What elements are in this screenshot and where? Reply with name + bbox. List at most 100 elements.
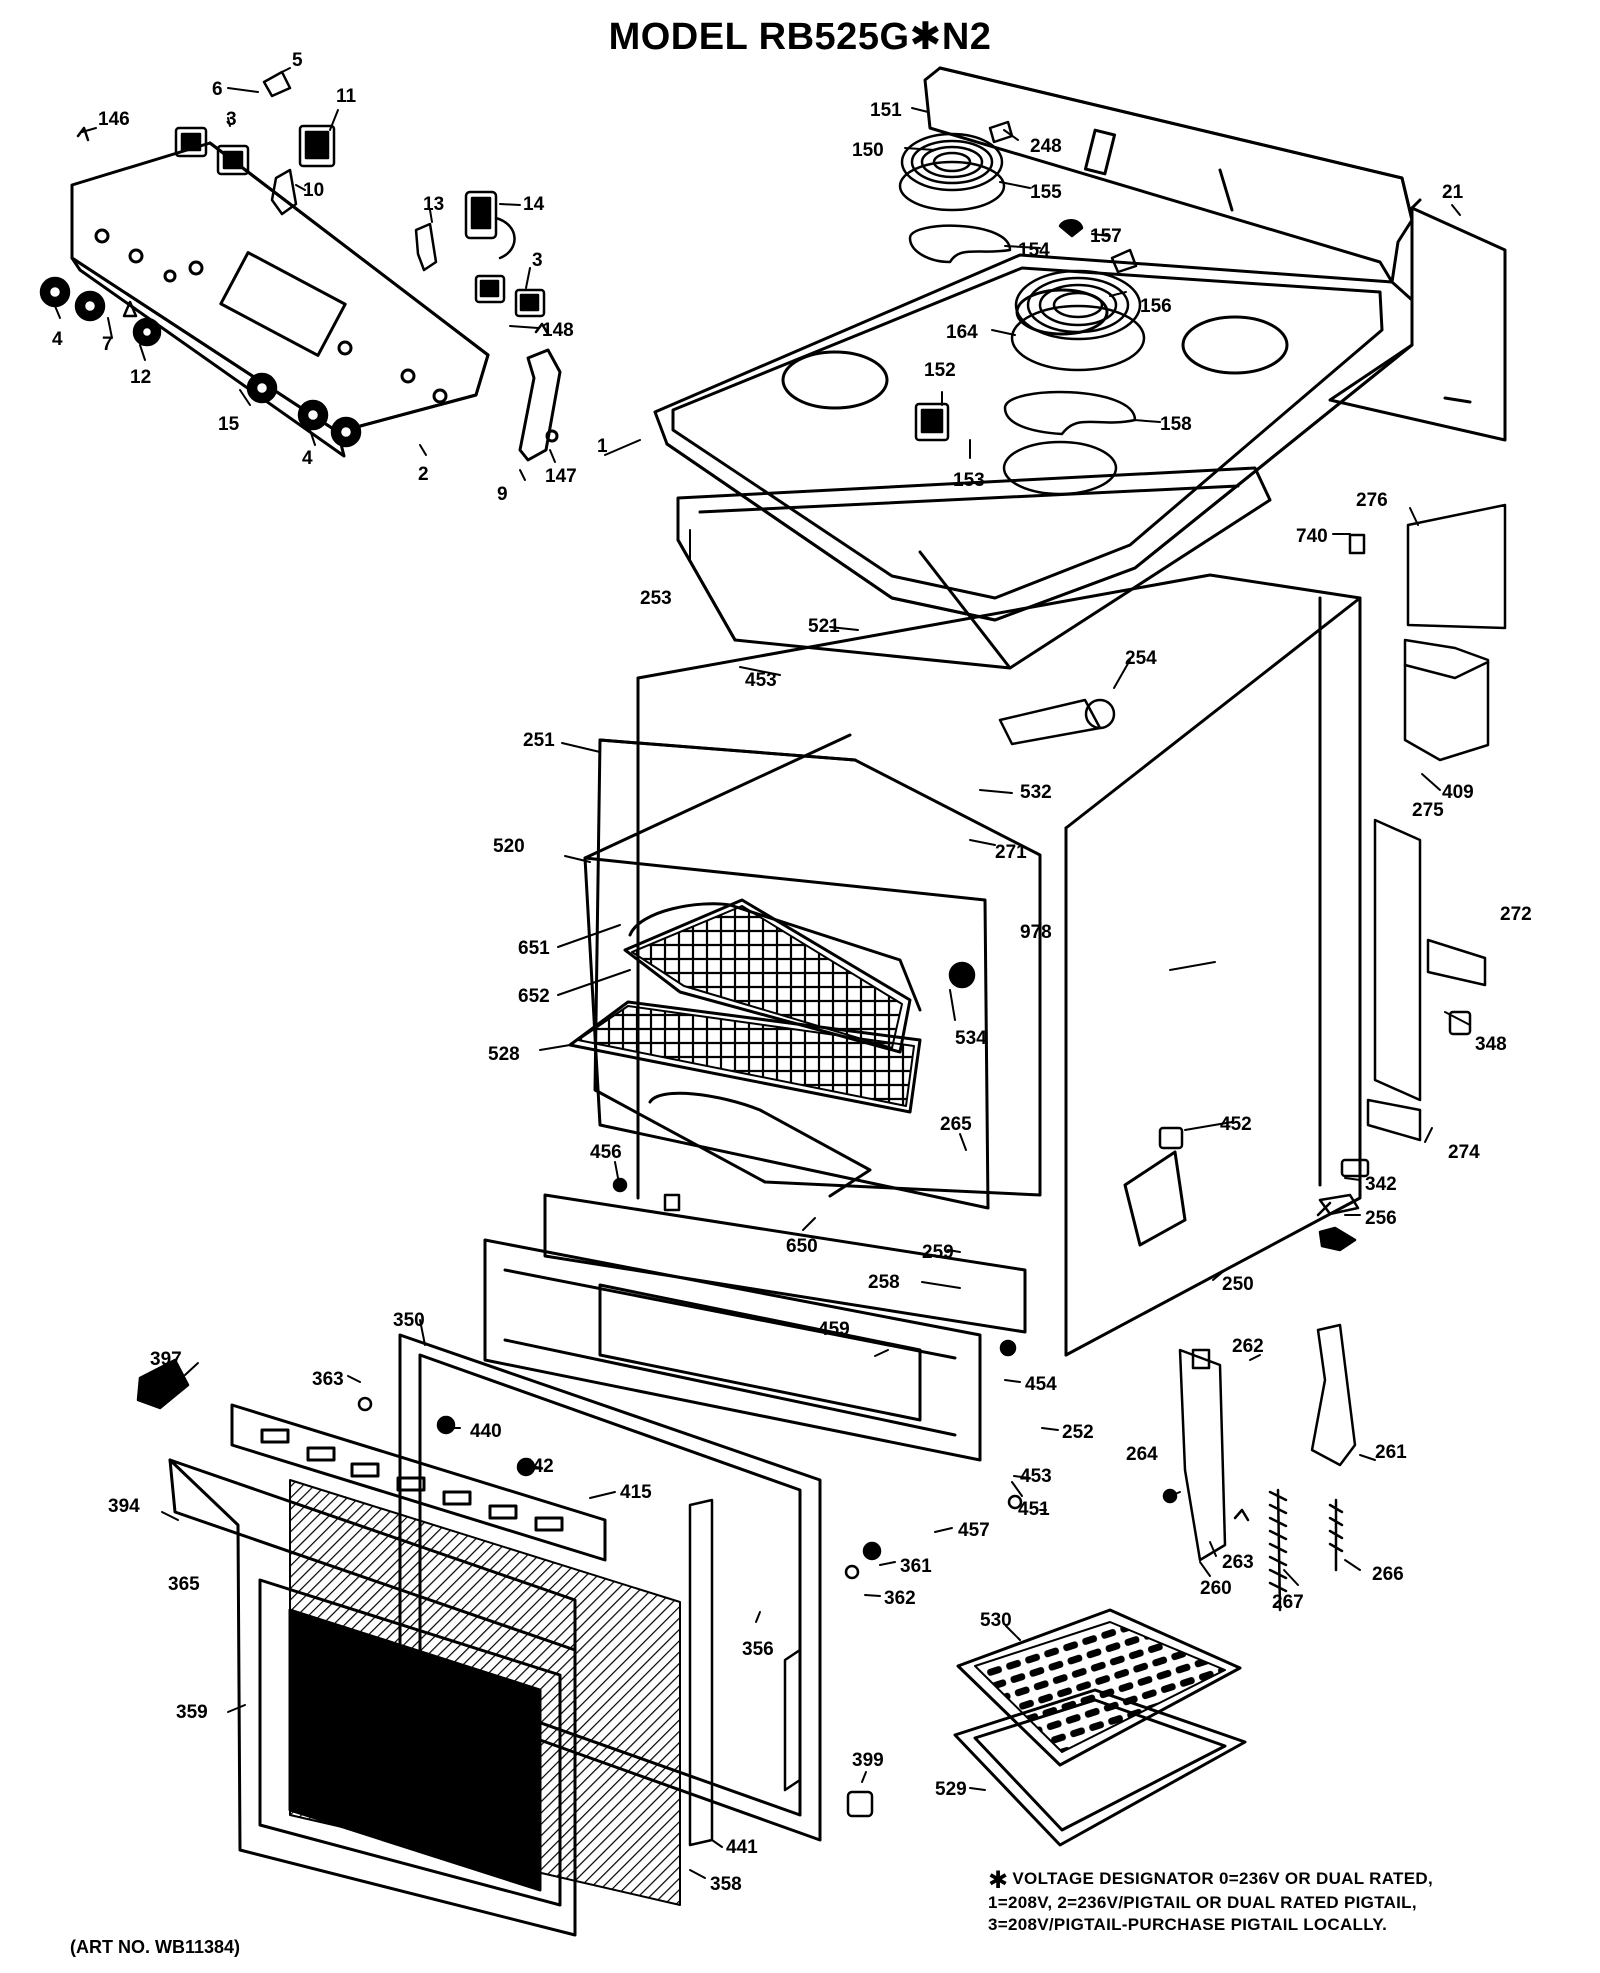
part-label: 441 — [726, 1837, 758, 1858]
part-label: 164 — [946, 322, 978, 343]
maintop — [653, 253, 1414, 622]
part-label: 440 — [470, 1421, 502, 1442]
part-label: 348 — [1475, 1034, 1507, 1055]
part-label: 259 — [922, 1242, 954, 1263]
part-label: 10 — [303, 180, 324, 201]
part-label: 459 — [818, 1319, 850, 1340]
part-label: 3 — [226, 109, 237, 130]
door-hinges — [688, 1323, 1357, 1847]
part-label: 534 — [955, 1028, 987, 1049]
part-label: 265 — [940, 1114, 972, 1135]
part-label: 361 — [900, 1556, 932, 1577]
part-label: 453 — [745, 670, 777, 691]
part-label: 359 — [176, 1702, 208, 1723]
part-label: 1 — [597, 436, 608, 457]
part-label: 21 — [1442, 182, 1464, 203]
part-label: 254 — [1125, 648, 1157, 669]
control-knobs — [39, 276, 362, 448]
part-label: 415 — [620, 1482, 652, 1503]
diagram-title: MODEL RB525G✱N2 — [608, 16, 992, 58]
part-label: 363 — [312, 1369, 344, 1390]
part-label: 152 — [924, 360, 956, 381]
part-label: 397 — [150, 1349, 182, 1370]
part-label: 150 — [852, 140, 884, 161]
part-label: 157 — [1090, 226, 1122, 247]
part-label: 3 — [532, 250, 543, 271]
voltage-note-line-1: ✱VOLTAGE DESIGNATOR 0=236V OR DUAL RATED… — [988, 1867, 1433, 1894]
part-label: 9 — [497, 484, 508, 505]
leader-lines — [54, 67, 1471, 1879]
infinite-switches — [76, 70, 550, 336]
oven-door-outer — [168, 1458, 577, 1937]
part-label: 740 — [1296, 526, 1328, 547]
part-label: 153 — [953, 470, 985, 491]
part-label: 274 — [1448, 1142, 1480, 1163]
voltage-note-line-3: 3=208V/PIGTAIL-PURCHASE PIGTAIL LOCALLY. — [988, 1915, 1388, 1934]
part-label: 155 — [1030, 182, 1062, 203]
part-label: 266 — [1372, 1564, 1404, 1585]
part-label: 358 — [710, 1874, 742, 1895]
control-panel — [70, 141, 490, 458]
surface-units — [898, 132, 1146, 496]
part-label: 394 — [108, 1496, 140, 1517]
part-label: 365 — [168, 1574, 200, 1595]
part-label: 271 — [995, 842, 1027, 863]
part-label: 2 — [418, 464, 429, 485]
part-label: 350 — [393, 1310, 425, 1331]
part-label: 263 — [1222, 1552, 1254, 1573]
part-label: 148 — [542, 320, 574, 341]
part-label: 371 — [432, 1826, 464, 1847]
part-label: 7 — [102, 334, 113, 355]
oven-cabinet — [636, 573, 1362, 1357]
asterisk-symbol: ✱ — [988, 1867, 1009, 1894]
part-label: 6 — [212, 79, 223, 100]
fasteners — [136, 533, 1472, 1818]
voltage-designator-note: ✱VOLTAGE DESIGNATOR 0=236V OR DUAL RATED… — [988, 1868, 1588, 1936]
terminal-block — [1403, 503, 1507, 762]
part-label: 532 — [1020, 782, 1052, 803]
backsplash — [923, 66, 1414, 284]
part-label: 275 — [1412, 800, 1444, 821]
part-label: 520 — [493, 836, 525, 857]
part-label: 442 — [522, 1456, 554, 1477]
part-label: 342 — [1365, 1174, 1397, 1195]
part-label: 252 — [1062, 1422, 1094, 1443]
part-label: 530 — [980, 1610, 1012, 1631]
part-label: 14 — [523, 194, 545, 215]
part-label: 151 — [870, 100, 902, 121]
part-label: 158 — [1160, 414, 1192, 435]
part-label: 276 — [1356, 490, 1388, 511]
oven-door-inner-panel — [483, 1193, 1027, 1462]
part-label: 250 — [1222, 1274, 1254, 1295]
part-label: 267 — [1272, 1592, 1304, 1613]
part-label: 356 — [742, 1639, 774, 1660]
part-label: 451 — [1018, 1499, 1050, 1520]
part-label: 146 — [98, 109, 130, 130]
part-label: 454 — [1025, 1374, 1057, 1395]
hinge-springs — [1268, 1488, 1344, 1612]
part-label: 362 — [884, 1588, 916, 1609]
part-label: 452 — [1220, 1114, 1252, 1135]
part-label: 262 — [1232, 1336, 1264, 1357]
part-label: 261 — [1375, 1442, 1407, 1463]
part-label: 156 — [1140, 296, 1172, 317]
part-label: 147 — [545, 466, 577, 487]
part-label: 651 — [518, 938, 550, 959]
broiler-pan — [953, 1608, 1247, 1847]
part-label: 264 — [1126, 1444, 1158, 1465]
part-label: 15 — [218, 414, 240, 435]
terminal-blocks — [914, 120, 1138, 442]
side-bracket — [1366, 818, 1487, 1142]
part-label: 248 — [1030, 136, 1062, 157]
part-label: 528 — [488, 1044, 520, 1065]
part-label: 650 — [786, 1236, 818, 1257]
part-label: 453 — [1020, 1466, 1052, 1487]
part-label: 154 — [1018, 240, 1050, 261]
part-label: 456 — [590, 1142, 622, 1163]
part-label: 409 — [1442, 782, 1474, 803]
part-label: 4 — [52, 329, 63, 350]
part-label: 457 — [958, 1520, 990, 1541]
part-number-labels: 5 6 11 146 3 10 13 14 3 148 4 7 12 15 4 … — [52, 50, 1532, 1895]
part-label: 5 — [292, 50, 303, 71]
leveling-leg — [1316, 1193, 1360, 1252]
